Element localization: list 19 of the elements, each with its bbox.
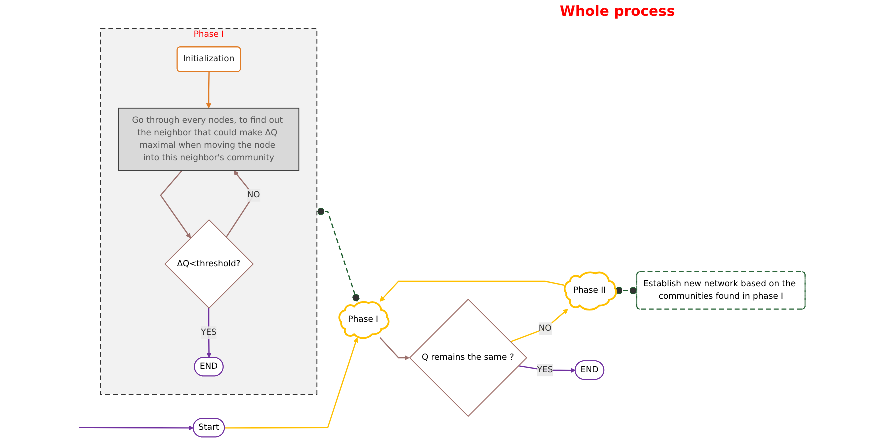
arrow — [224, 338, 358, 429]
node-diamond: Q remains the same ? — [409, 298, 528, 418]
arrow — [380, 280, 564, 302]
connector — [615, 287, 638, 294]
edge-label: YES — [201, 328, 217, 338]
node-box: Go through every nodes, to find out the neighbor that could make ΔQ maximal when moving the node into this neighbor's community — [118, 108, 300, 172]
section-title: Whole process — [560, 4, 676, 20]
node-diamond: ΔQ<threshold? — [164, 220, 254, 309]
edge-label: YES — [537, 365, 554, 375]
arrow — [518, 365, 576, 374]
arrow — [510, 309, 568, 343]
arrow — [206, 308, 212, 358]
edge-label: NO — [247, 190, 260, 200]
arrow — [206, 72, 212, 109]
arrow — [380, 337, 410, 361]
connector — [317, 208, 360, 302]
arrow — [79, 426, 194, 431]
arrow — [160, 170, 192, 239]
edge-label: NO — [538, 324, 552, 334]
